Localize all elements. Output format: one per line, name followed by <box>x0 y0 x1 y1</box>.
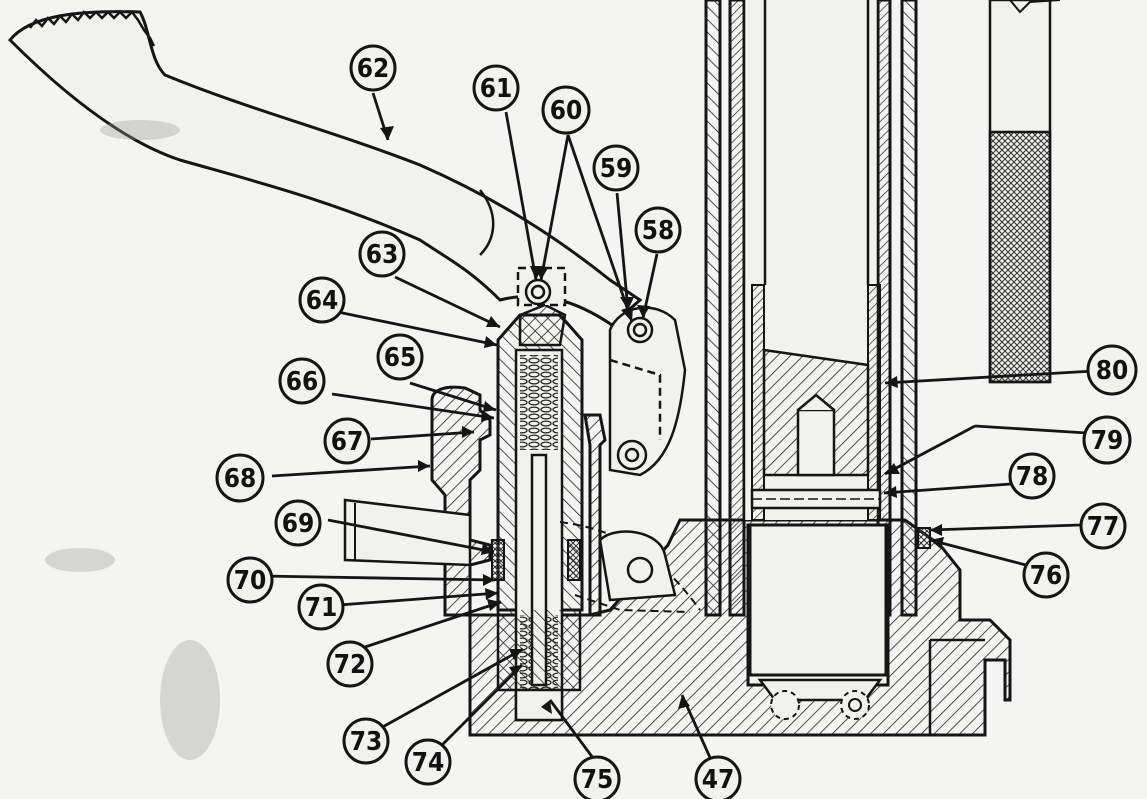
callout-68: 68 <box>215 453 265 503</box>
callout-circle <box>404 738 452 786</box>
callout-circle <box>634 206 682 254</box>
callout-number: 69 <box>282 509 315 539</box>
callout-number: 62 <box>357 54 390 84</box>
callout-number: 59 <box>600 154 633 184</box>
callout-circle <box>376 333 424 381</box>
callout-61: 61 <box>472 64 520 112</box>
callout-80: 80 <box>1086 344 1138 396</box>
callout-70: 70 <box>226 556 274 604</box>
callout-74: 74 <box>404 738 452 786</box>
callout-58: 58 <box>634 206 682 254</box>
callout-number: 65 <box>384 343 417 373</box>
callout-circle <box>1022 551 1070 599</box>
callout-circle <box>1082 415 1132 465</box>
leader-lines <box>260 92 1095 763</box>
callout-60: 60 <box>541 85 591 135</box>
callout-circle <box>298 276 346 324</box>
callout-number: 74 <box>412 748 445 778</box>
callout-number: 66 <box>286 367 319 397</box>
callout-number: 77 <box>1087 512 1120 542</box>
callout-number: 47 <box>702 765 735 795</box>
callout-number: 67 <box>331 427 364 457</box>
callout-circle <box>541 85 591 135</box>
callouts: 62 61 60 59 58 63 64 65 66 67 68 69 70 71 72 73 74 75 47 76… <box>215 44 1138 799</box>
callout-circle <box>1079 502 1127 550</box>
leader-arrowheads <box>380 126 944 714</box>
callout-circle <box>592 144 640 192</box>
callout-circle <box>323 417 371 465</box>
callout-circle <box>274 499 322 547</box>
callout-number: 75 <box>581 765 614 795</box>
callout-number: 70 <box>234 566 267 596</box>
callout-number: 71 <box>305 593 338 623</box>
callout-47: 47 <box>694 755 742 799</box>
sight-gauge <box>988 0 1061 384</box>
callout-number: 73 <box>350 727 383 757</box>
callout-circle <box>278 357 326 405</box>
linkage <box>516 266 687 602</box>
callout-number: 68 <box>224 464 257 494</box>
callout-circle <box>358 230 406 278</box>
callout-62: 62 <box>349 44 397 92</box>
callout-number: 72 <box>334 650 367 680</box>
callout-71: 71 <box>297 583 345 631</box>
callout-64: 64 <box>298 276 346 324</box>
callout-69: 69 <box>274 499 322 547</box>
callout-circle <box>472 64 520 112</box>
callout-79: 79 <box>1082 415 1132 465</box>
callout-number: 61 <box>480 74 513 104</box>
callout-number: 64 <box>306 286 339 316</box>
pump-barrel <box>343 303 701 722</box>
callout-circle <box>326 640 374 688</box>
callout-circle <box>226 556 274 604</box>
callout-76: 76 <box>1022 551 1070 599</box>
callout-number: 80 <box>1096 356 1129 386</box>
scan-noise <box>45 120 220 760</box>
callout-circle <box>1086 344 1138 396</box>
callout-number: 63 <box>366 240 399 270</box>
callout-73: 73 <box>342 717 390 765</box>
callout-66: 66 <box>278 357 326 405</box>
callout-circle <box>342 717 390 765</box>
callout-circle <box>297 583 345 631</box>
callout-circle <box>1008 452 1056 500</box>
callout-77: 77 <box>1079 502 1127 550</box>
callout-number: 79 <box>1091 426 1124 456</box>
callout-number: 76 <box>1030 561 1063 591</box>
callout-number: 58 <box>642 216 675 246</box>
callout-circle <box>694 755 742 799</box>
callout-number: 78 <box>1016 462 1049 492</box>
callout-circle <box>215 453 265 503</box>
callout-circle <box>573 755 621 799</box>
callout-65: 65 <box>376 333 424 381</box>
ram-cylinder <box>704 0 931 677</box>
callout-75: 75 <box>573 755 621 799</box>
callout-59: 59 <box>592 144 640 192</box>
callout-circle <box>349 44 397 92</box>
callout-72: 72 <box>326 640 374 688</box>
callout-number: 60 <box>550 96 583 126</box>
callout-63: 63 <box>358 230 406 278</box>
callout-67: 67 <box>323 417 371 465</box>
callout-78: 78 <box>1008 452 1056 500</box>
